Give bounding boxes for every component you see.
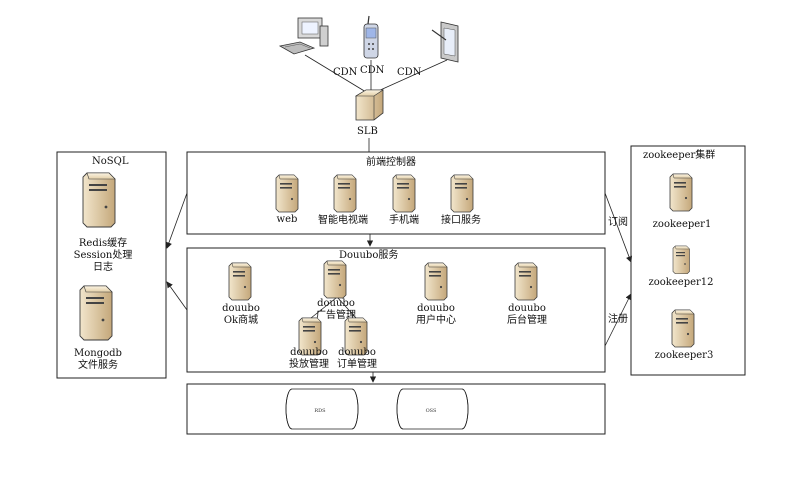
ok-mall-label-line1: douubo: [222, 303, 260, 314]
admin-label-line1: douubo: [508, 303, 546, 314]
user-center-server-icon: [424, 262, 448, 301]
frontend-item-web: web: [277, 214, 298, 225]
slb-switch-icon: [354, 89, 384, 121]
desktop-computer-icon: [278, 17, 329, 55]
zookeeper1-server-icon: [669, 173, 693, 212]
frontend-title: 前端控制器: [366, 155, 416, 168]
redis-label-line1: Redis缓存: [79, 236, 127, 249]
delivery-label-line1: douubo: [290, 347, 328, 358]
redis-server-icon: [82, 172, 116, 228]
frontend-item-api: 接口服务: [441, 213, 481, 226]
ad-to-order-line: [337, 297, 357, 319]
tablet-pda-icon: [431, 21, 459, 63]
ad-to-delivery-line: [310, 297, 337, 319]
zookeeper-title: zookeeper集群: [643, 148, 715, 161]
oss-label: OSS: [426, 408, 437, 414]
subscribe-label: 订阅: [608, 215, 628, 228]
frontend-item-mobile: 手机端: [389, 213, 419, 226]
nosql-title: NoSQL: [92, 156, 129, 167]
mongodb-label-line1: Mongodb: [74, 348, 122, 359]
ad-manage-server-icon: [323, 260, 347, 299]
cdn-label-desktop: CDN: [333, 67, 358, 78]
zookeeper3-label: zookeeper3: [655, 350, 714, 361]
cdn-line-tablet: [375, 59, 448, 93]
mongodb-server-icon: [79, 285, 113, 341]
rds-storage-cylinder-icon: [285, 388, 359, 430]
cdn-label-tablet: CDN: [397, 67, 422, 78]
zookeeper12-server-icon: [672, 245, 690, 275]
ok-mall-server-icon: [228, 262, 252, 301]
register-label: 注册: [608, 312, 628, 325]
mobile-phone-icon: [363, 15, 379, 59]
redis-label-line2: Session处理: [74, 249, 133, 261]
smart-tv-server-icon: [333, 174, 357, 213]
delivery-label-line2: 投放管理: [289, 357, 329, 370]
redis-label-line3: 日志: [93, 260, 113, 273]
slb-label: SLB: [357, 126, 378, 137]
mongodb-label-line2: 文件服务: [78, 358, 118, 371]
ad-manage-label-line1: douubo: [317, 298, 355, 309]
frontend-to-zookeeper-arrow: [604, 192, 633, 263]
ok-mall-label-line2: Ok商城: [224, 313, 258, 326]
frontend-item-smart-tv: 智能电视端: [318, 213, 368, 226]
storage-box: [186, 383, 606, 435]
web-server-icon: [275, 174, 299, 213]
zookeeper3-server-icon: [671, 309, 695, 348]
zookeeper1-label: zookeeper1: [653, 219, 712, 230]
admin-server-icon: [514, 262, 538, 301]
frontend-to-nosql-arrow: [165, 192, 188, 249]
zookeeper12-label: zookeeper12: [648, 277, 713, 288]
cdn-line-desktop: [304, 54, 367, 93]
douubo-to-nosql-arrow: [166, 281, 188, 311]
order-label-line2: 订单管理: [337, 357, 377, 370]
cdn-label-phone: CDN: [360, 65, 385, 76]
douubo-to-zookeeper-arrow: [604, 293, 632, 347]
ad-manage-label-line2: 广告管理: [316, 308, 356, 321]
oss-storage-cylinder-icon: [396, 388, 469, 430]
user-center-label-line2: 用户中心: [416, 313, 456, 326]
order-label-line1: douubo: [338, 347, 376, 358]
rds-label: RDS: [314, 408, 326, 414]
nosql-box: [56, 151, 167, 379]
admin-label-line2: 后台管理: [507, 313, 547, 326]
api-server-icon: [450, 174, 474, 213]
mobile-server-icon: [392, 174, 416, 213]
zookeeper-cluster-box: [630, 145, 746, 376]
user-center-label-line1: douubo: [417, 303, 455, 314]
douubo-title: Douubo服务: [339, 248, 398, 261]
